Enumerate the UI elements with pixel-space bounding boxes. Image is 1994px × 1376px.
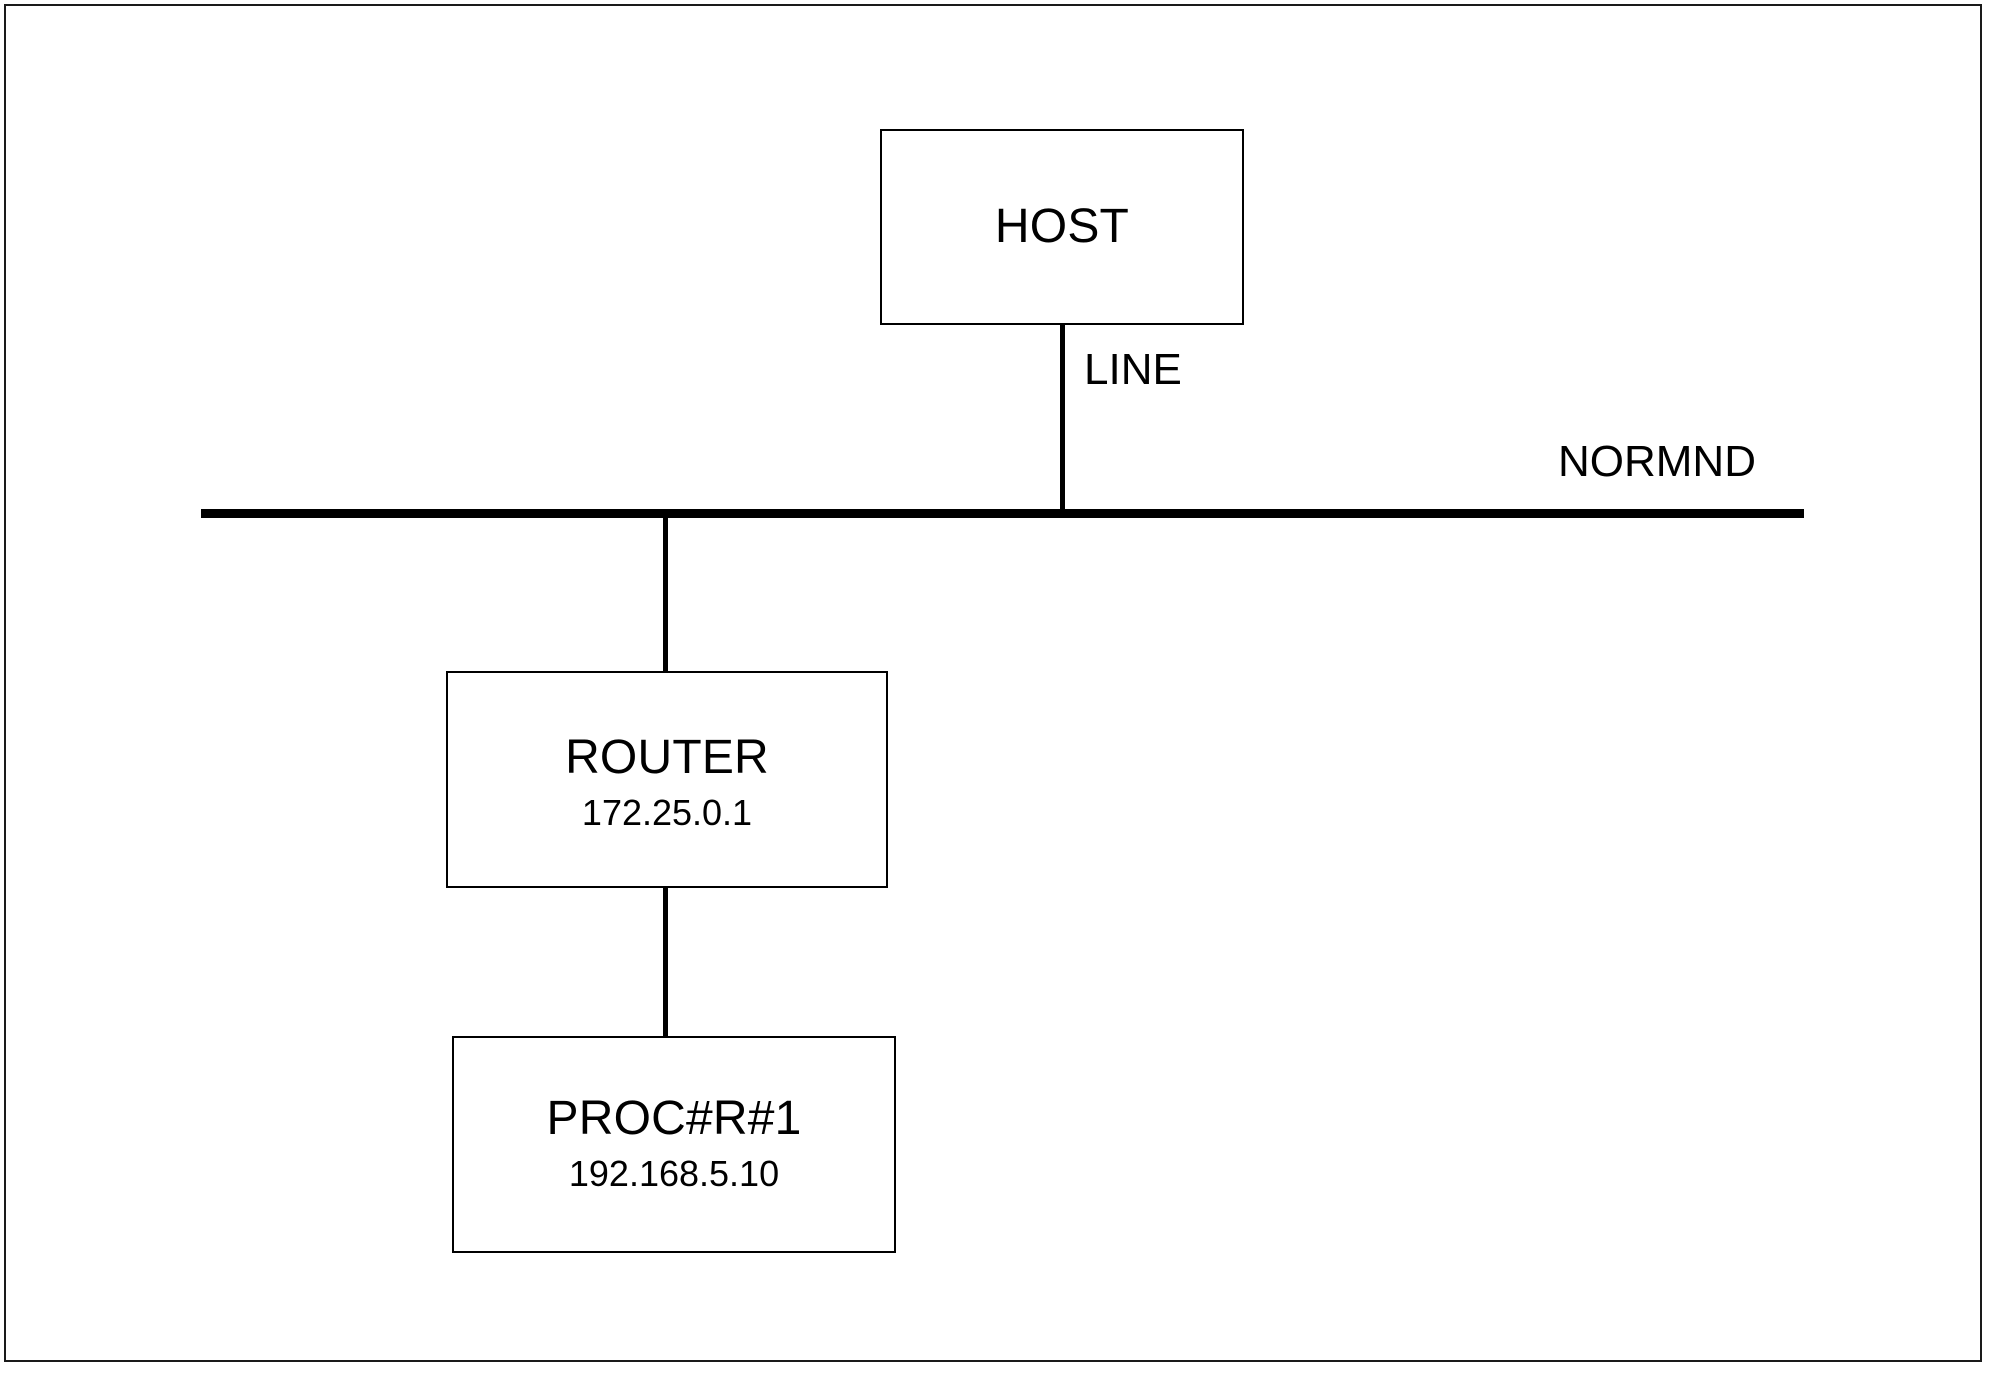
- network-bus-label-normnd: NORMND: [1558, 437, 1756, 486]
- node-proc-title: PROC#R#1: [546, 1092, 802, 1145]
- network-bus-normnd[interactable]: [201, 509, 1804, 518]
- link-bus-to-router: [663, 513, 668, 673]
- node-router-ip: 172.25.0.1: [581, 792, 753, 834]
- node-proc-ip: 192.168.5.10: [568, 1153, 780, 1195]
- node-router-title: ROUTER: [565, 731, 769, 784]
- node-router[interactable]: ROUTER 172.25.0.1: [446, 671, 888, 888]
- node-host-title: HOST: [994, 199, 1130, 253]
- link-router-to-proc: [663, 886, 668, 1038]
- link-label-line: LINE: [1084, 345, 1182, 394]
- node-proc-r-1[interactable]: PROC#R#1 192.168.5.10: [452, 1036, 896, 1253]
- node-host[interactable]: HOST: [880, 129, 1244, 325]
- link-host-to-bus: [1060, 323, 1065, 515]
